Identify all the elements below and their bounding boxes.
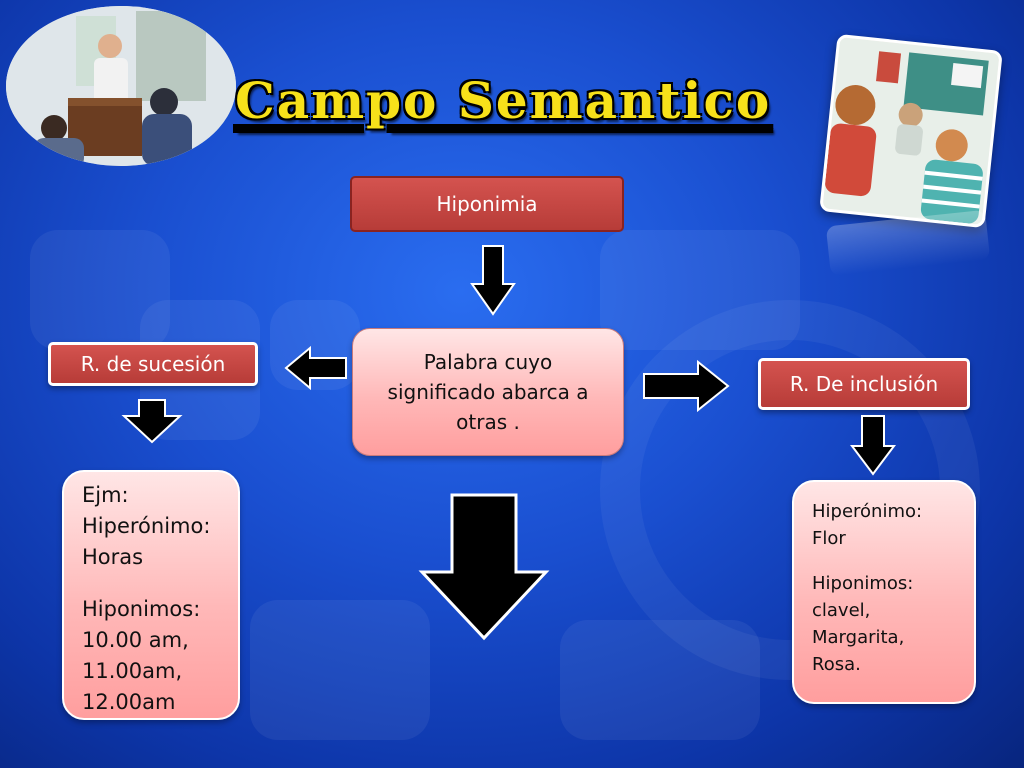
- speaker-photo: [6, 6, 236, 166]
- example-right-text: Hiperónimo: Flor Hiponimos: clavel, Marg…: [812, 498, 922, 678]
- inclusion-label: R. De inclusión: [789, 372, 939, 396]
- spacer: [82, 573, 210, 594]
- example-right-line: clavel,: [812, 600, 871, 621]
- classroom-picture: [819, 33, 1003, 229]
- example-left-line: 12.00am: [82, 690, 176, 714]
- example-left-line: 10.00 am,: [82, 628, 189, 652]
- slide-title: Campo Semantico: [235, 70, 772, 130]
- example-left-line: Hiponimos:: [82, 597, 201, 621]
- example-right-line: Rosa.: [812, 654, 861, 675]
- arrow-down-icon: [850, 415, 896, 476]
- background-shape: [30, 230, 170, 350]
- definition-box: Palabra cuyo significado abarca a otras …: [352, 328, 624, 456]
- speaker-at-podium-illustration: [6, 6, 236, 166]
- sucesion-box: R. de sucesión: [48, 342, 258, 386]
- inclusion-box: R. De inclusión: [758, 358, 970, 410]
- example-right-line: Margarita,: [812, 627, 905, 648]
- definition-text: Palabra cuyo significado abarca a otras …: [387, 350, 589, 434]
- students-in-classroom-illustration: [822, 37, 1000, 225]
- example-left-box: Ejm: Hiperónimo: Horas Hiponimos: 10.00 …: [62, 470, 240, 720]
- example-left-line: Horas: [82, 545, 144, 569]
- arrow-down-icon: [470, 245, 516, 316]
- example-left-line: 11.00am,: [82, 659, 183, 683]
- arrow-down-icon: [121, 399, 183, 444]
- spacer: [812, 552, 922, 570]
- example-right-line: Hiponimos:: [812, 573, 914, 594]
- sucesion-label: R. de sucesión: [80, 352, 226, 376]
- background-shape: [250, 600, 430, 740]
- large-arrow-down-icon: [418, 493, 550, 641]
- hiponimia-box: Hiponimia: [350, 176, 624, 232]
- example-left-text: Ejm: Hiperónimo: Horas Hiponimos: 10.00 …: [82, 480, 210, 718]
- example-left-line: Hiperónimo:: [82, 514, 211, 538]
- example-left-line: Ejm:: [82, 483, 129, 507]
- hiponimia-label: Hiponimia: [436, 192, 538, 216]
- arrow-left-icon: [284, 345, 347, 391]
- picture-reflection: [825, 209, 991, 277]
- example-right-box: Hiperónimo: Flor Hiponimos: clavel, Marg…: [792, 480, 976, 704]
- example-right-line: Hiperónimo:: [812, 501, 923, 522]
- example-right-line: Flor: [812, 528, 846, 549]
- arrow-right-icon: [643, 359, 730, 413]
